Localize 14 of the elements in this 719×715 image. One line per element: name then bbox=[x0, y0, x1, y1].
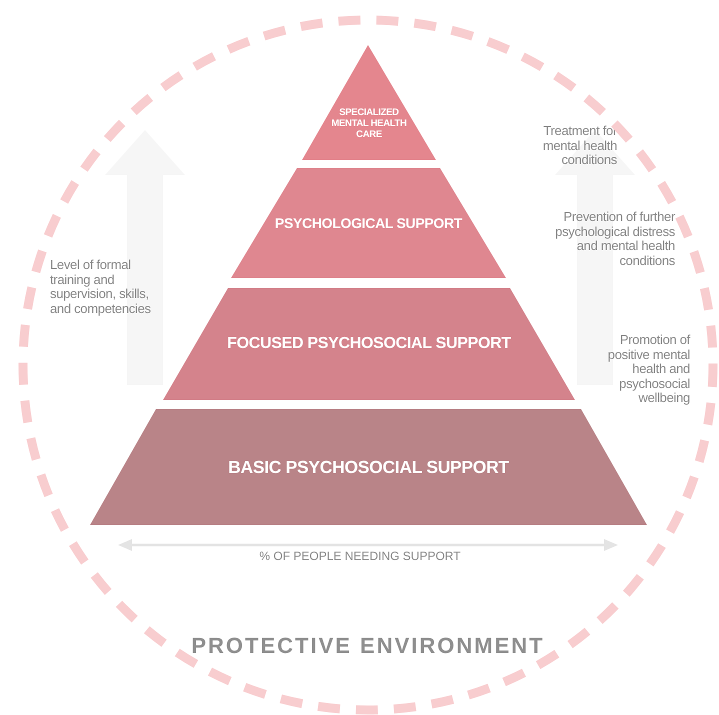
description-text: Promotion of positive mental health and psychosocial wellbeing bbox=[606, 333, 690, 406]
tier-label: FOCUSED PSYCHOSOCIAL SUPPORT bbox=[226, 334, 512, 354]
dashed-circle bbox=[18, 15, 718, 715]
tier-label: BASIC PSYCHOSOCIAL SUPPORT bbox=[227, 456, 510, 478]
description-text: Prevention of further psychological distress and mental health conditions bbox=[554, 210, 675, 268]
circle-label: PROTECTIVE ENVIRONMENT bbox=[190, 633, 546, 659]
pyramid-tier bbox=[302, 45, 436, 160]
axis-label: % OF PEOPLE NEEDING SUPPORT bbox=[258, 549, 462, 563]
pyramid-tier bbox=[231, 168, 506, 278]
description-text: Level of formal training and supervision, skills, and competencies bbox=[50, 258, 152, 316]
tier-label: SPECIALIZED MENTAL HEALTH CARE bbox=[330, 108, 408, 141]
pyramid-tier bbox=[90, 409, 647, 525]
tier-label: PSYCHOLOGICAL SUPPORT bbox=[274, 214, 464, 232]
pyramid-tier bbox=[163, 288, 575, 400]
